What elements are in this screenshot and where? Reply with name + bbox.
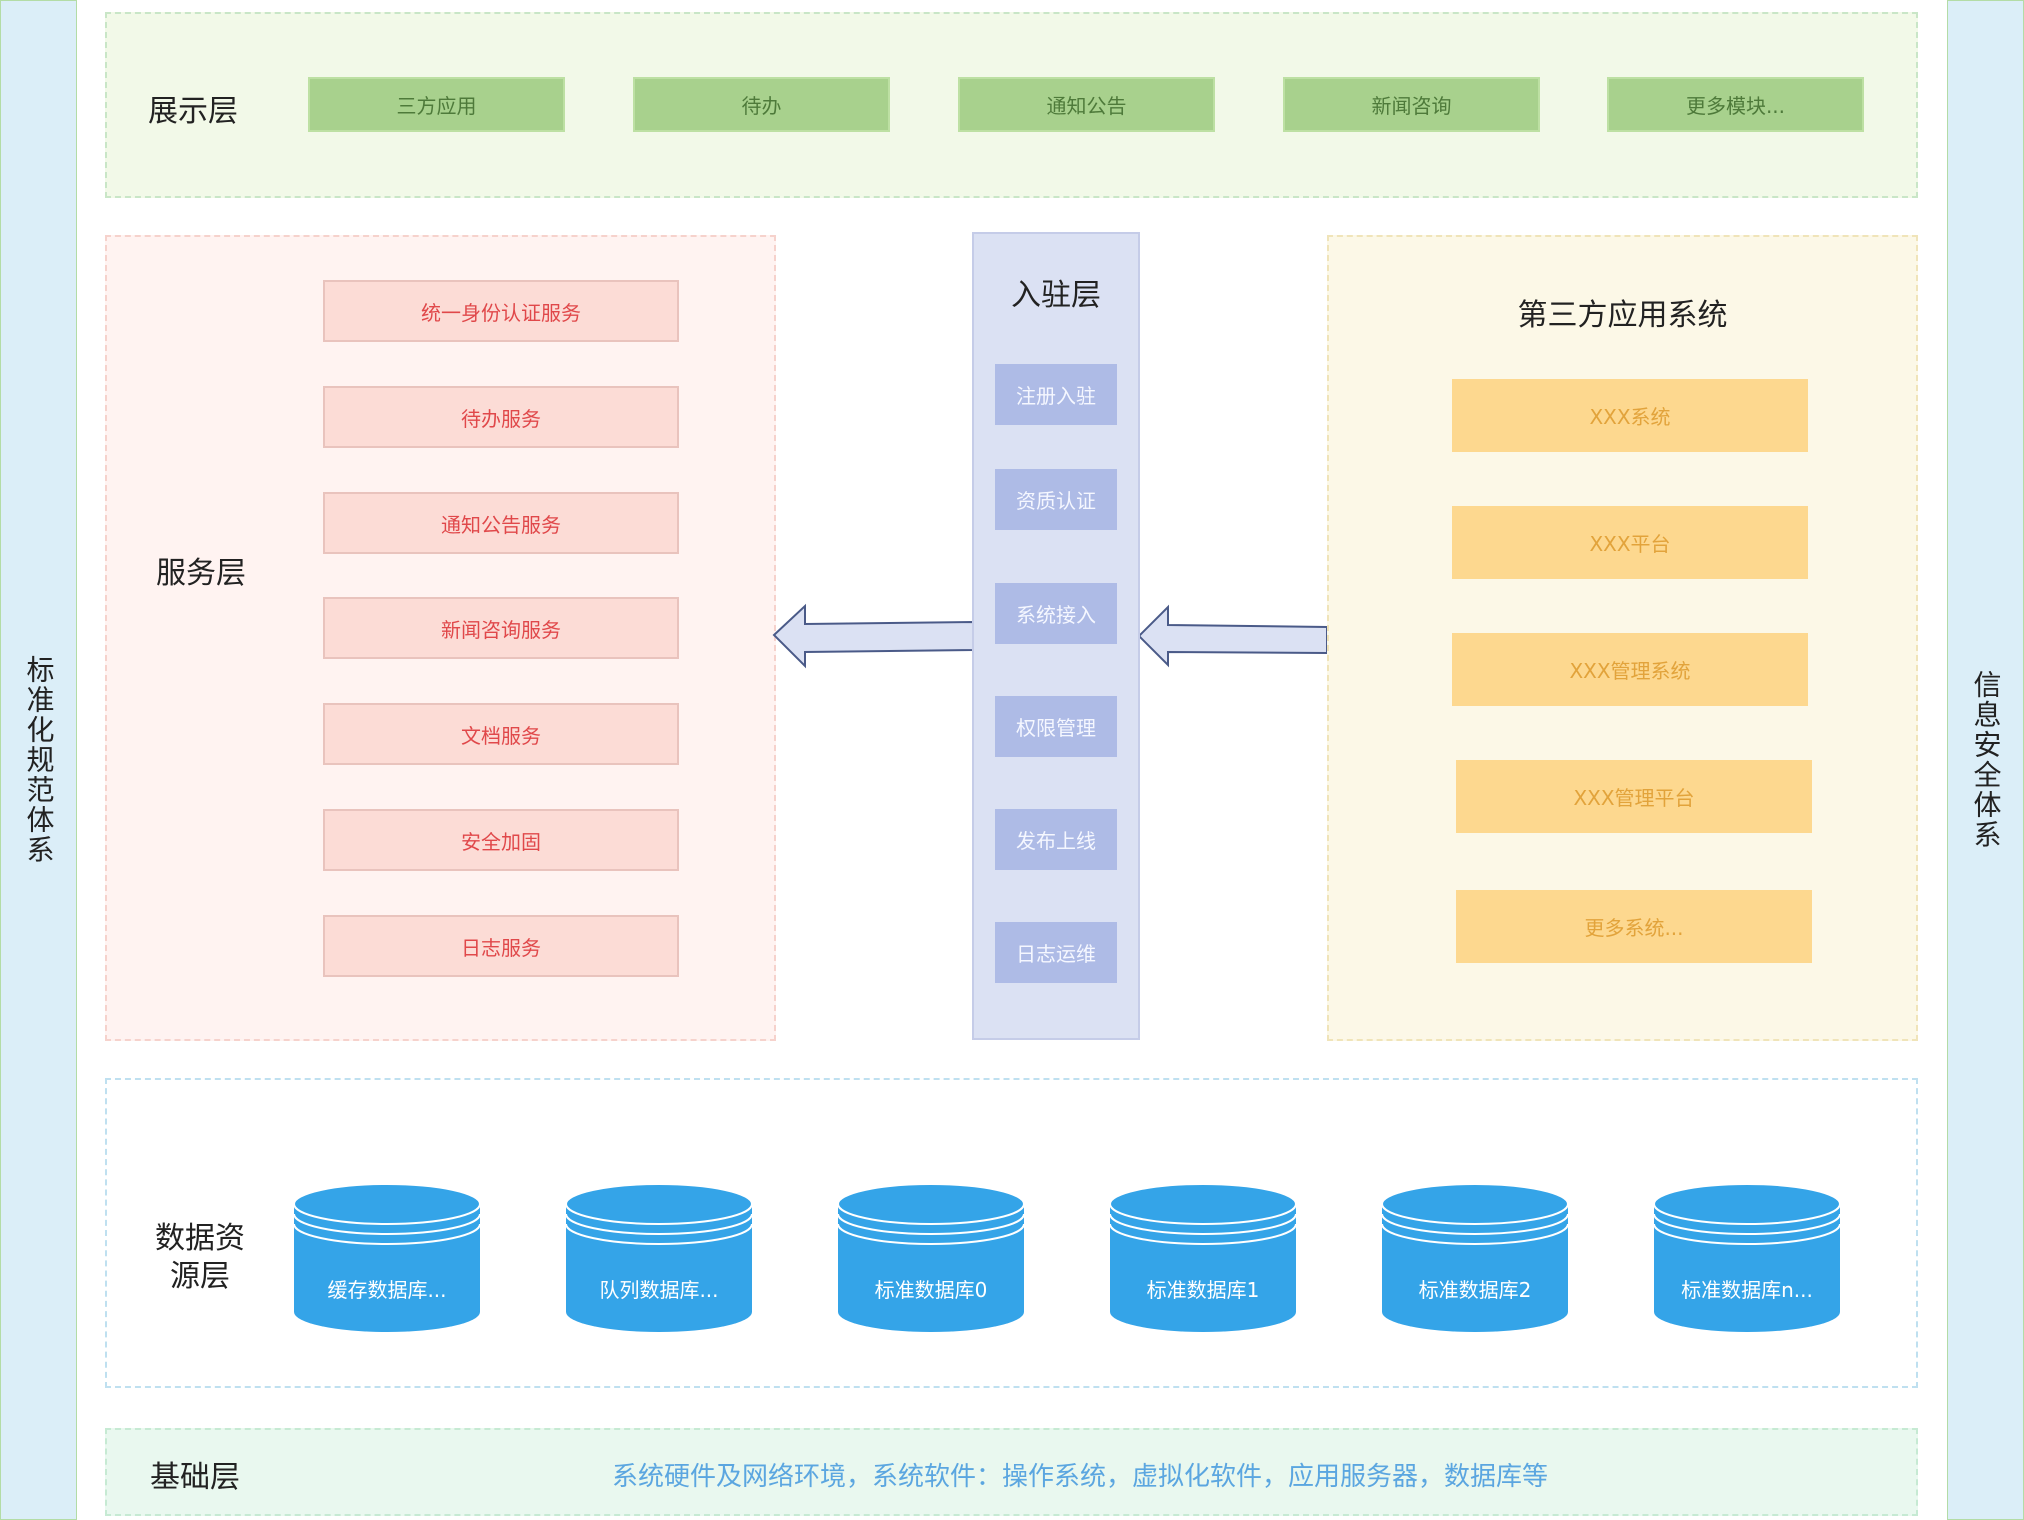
service-item[interactable]: 待办服务	[323, 386, 679, 448]
database-label: 标准数据库2	[1418, 1278, 1532, 1302]
arrow-to-service-icon	[772, 603, 974, 669]
entry-item[interactable]: 系统接入	[995, 583, 1117, 644]
database-icon	[293, 1183, 481, 1332]
service-item[interactable]: 统一身份认证服务	[323, 280, 679, 342]
base-layer-title: 基础层	[150, 1460, 240, 1495]
entry-item[interactable]: 权限管理	[995, 696, 1117, 757]
database-cylinder[interactable]: 缓存数据库...	[292, 1182, 482, 1334]
presentation-item[interactable]: 更多模块...	[1607, 77, 1864, 132]
presentation-item[interactable]: 新闻咨询	[1283, 77, 1540, 132]
database-icon	[1109, 1183, 1297, 1332]
entry-item[interactable]: 注册入驻	[995, 364, 1117, 425]
third-party-item[interactable]: XXX管理系统	[1452, 633, 1808, 706]
third-party-layer-title: 第三方应用系统	[1517, 298, 1728, 333]
presentation-item[interactable]: 待办	[633, 77, 890, 132]
service-item[interactable]: 安全加固	[323, 809, 679, 871]
presentation-layer-title: 展示层	[148, 94, 238, 129]
security-label: 信息安全体系	[1969, 670, 2003, 850]
database-icon	[565, 1183, 753, 1332]
database-label: 标准数据库0	[874, 1278, 988, 1302]
service-item[interactable]: 文档服务	[323, 703, 679, 765]
service-item[interactable]: 日志服务	[323, 915, 679, 977]
security-pillar: 信息安全体系	[1947, 0, 2024, 1520]
service-item[interactable]: 新闻咨询服务	[323, 597, 679, 659]
arrow-to-entry-icon	[1137, 604, 1328, 668]
database-label: 标准数据库n...	[1681, 1278, 1813, 1302]
entry-item[interactable]: 发布上线	[995, 809, 1117, 870]
data-layer-title-line2: 源层	[170, 1259, 230, 1294]
service-layer-title: 服务层	[156, 556, 246, 591]
standardization-pillar: 标准化规范体系	[0, 0, 77, 1520]
database-cylinder[interactable]: 标准数据库0	[836, 1182, 1026, 1334]
service-item[interactable]: 通知公告服务	[323, 492, 679, 554]
third-party-item[interactable]: XXX平台	[1452, 506, 1808, 579]
database-cylinder[interactable]: 标准数据库2	[1380, 1182, 1570, 1334]
entry-layer-title: 入驻层	[1011, 278, 1101, 313]
presentation-item[interactable]: 通知公告	[958, 77, 1215, 132]
database-icon	[1381, 1183, 1569, 1332]
database-cylinder[interactable]: 队列数据库...	[564, 1182, 754, 1334]
base-layer	[105, 1428, 1918, 1516]
third-party-item[interactable]: XXX管理平台	[1456, 760, 1812, 833]
third-party-item[interactable]: XXX系统	[1452, 379, 1808, 452]
database-label: 缓存数据库...	[327, 1278, 447, 1302]
database-label: 队列数据库...	[599, 1278, 719, 1302]
base-layer-description: 系统硬件及网络环境，系统软件：操作系统，虚拟化软件，应用服务器，数据库等	[611, 1462, 1548, 1492]
entry-item[interactable]: 日志运维	[995, 922, 1117, 983]
third-party-item[interactable]: 更多系统...	[1456, 890, 1812, 963]
entry-item[interactable]: 资质认证	[995, 469, 1117, 530]
database-icon	[837, 1183, 1025, 1332]
database-cylinder[interactable]: 标准数据库1	[1108, 1182, 1298, 1334]
data-layer-title: 数据资 源层	[140, 1220, 260, 1296]
database-cylinder[interactable]: 标准数据库n...	[1652, 1182, 1842, 1334]
standardization-label: 标准化规范体系	[22, 655, 56, 865]
database-label: 标准数据库1	[1146, 1278, 1260, 1302]
data-layer-title-line1: 数据资	[155, 1221, 245, 1256]
presentation-item[interactable]: 三方应用	[308, 77, 565, 132]
database-icon	[1653, 1183, 1841, 1332]
